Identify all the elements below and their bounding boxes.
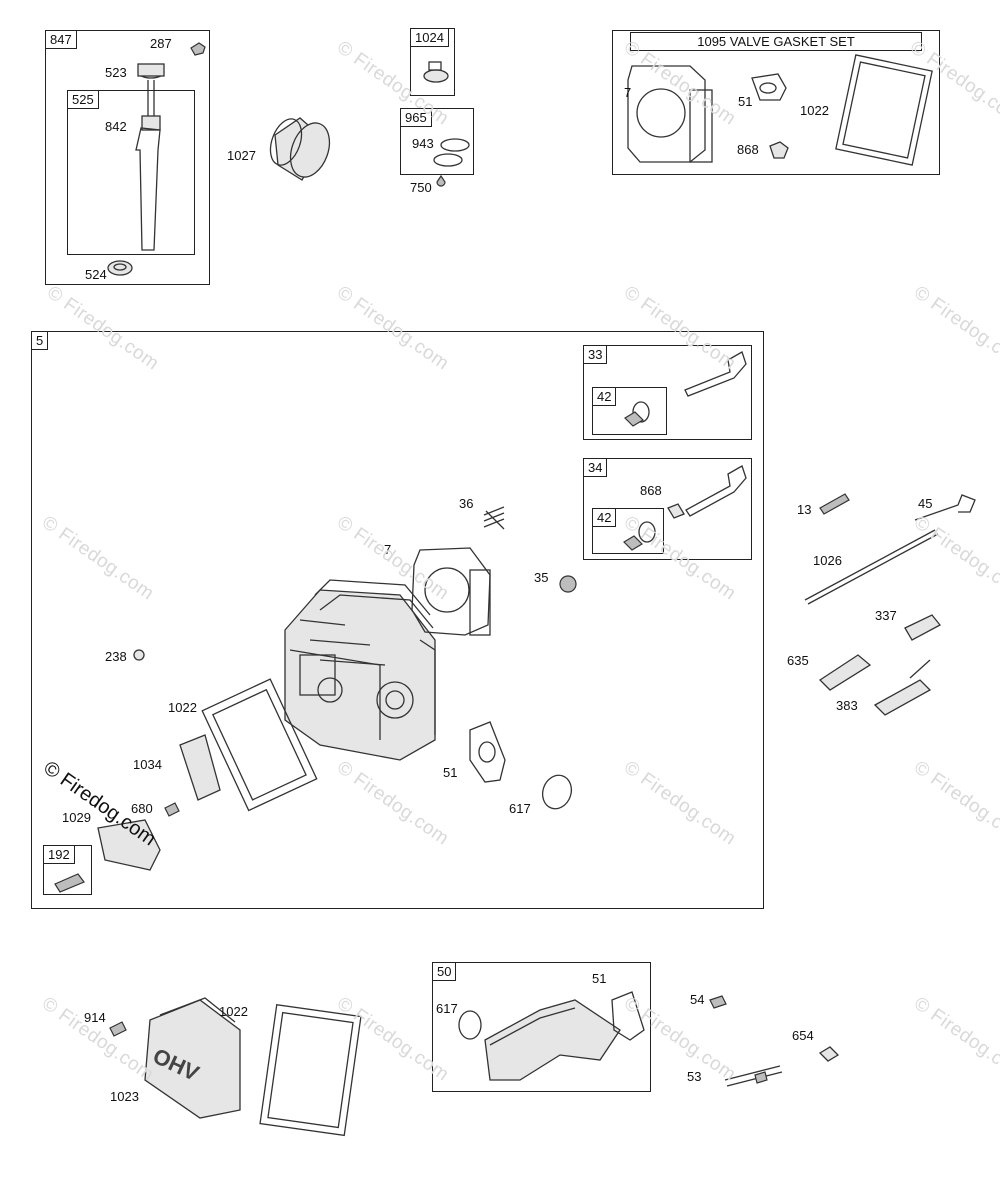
group-34-tag[interactable]: 34: [583, 458, 608, 477]
dipstick-cap-bolt-287: [190, 42, 206, 56]
group-34-42-tag[interactable]: 42: [592, 508, 617, 527]
part-label-35[interactable]: 35: [534, 570, 549, 585]
group-1095-box: [612, 30, 940, 175]
part-label-524[interactable]: 524: [85, 267, 107, 282]
part-label-868-set[interactable]: 868: [737, 142, 759, 157]
part-label-7[interactable]: 7: [384, 542, 392, 557]
grommet-524: [107, 260, 133, 276]
valve-cover-1023-drawing: [144, 997, 241, 1119]
part-label-680[interactable]: 680: [131, 801, 153, 816]
part-label-868-34[interactable]: 868: [640, 483, 662, 498]
part-label-7-set[interactable]: 7: [624, 85, 632, 100]
part-label-750[interactable]: 750: [410, 180, 432, 195]
part-label-383[interactable]: 383: [836, 698, 858, 713]
part-label-51-50[interactable]: 51: [592, 971, 607, 986]
part-label-238[interactable]: 238: [105, 649, 127, 664]
retainer-35: [559, 575, 577, 593]
group-33-42-tag[interactable]: 42: [592, 387, 617, 406]
group-50-box: [432, 962, 651, 1092]
o-rings-965: [433, 138, 470, 187]
exhaust-valve-33: [624, 351, 747, 427]
part-label-1022-set[interactable]: 1022: [800, 103, 829, 118]
dipstick-tube-drawing: [135, 63, 165, 251]
head-gasket-7: [411, 547, 491, 636]
group-50-tag[interactable]: 50: [432, 962, 457, 981]
part-label-36[interactable]: 36: [459, 496, 474, 511]
part-label-1022-bottom[interactable]: 1022: [219, 1004, 248, 1019]
oil-filter-1027: [269, 117, 331, 181]
part-label-1029[interactable]: 1029: [62, 810, 91, 825]
group-965-box: [400, 108, 474, 175]
part-label-1022[interactable]: 1022: [168, 700, 197, 715]
rocker-1029: [97, 819, 161, 871]
group-33-box: [583, 345, 752, 440]
part-label-13[interactable]: 13: [797, 502, 812, 517]
valve-spring-36: [483, 506, 505, 530]
bottom-right-drawing: [709, 995, 840, 1087]
ball-238: [133, 649, 145, 661]
valve-gasket-set-title[interactable]: 1095 VALVE GASKET SET: [630, 32, 922, 51]
breather-1024: [423, 61, 449, 83]
cover-gasket-1022-bottom: [259, 1004, 362, 1137]
group-34-sub-box: [592, 508, 664, 554]
part-label-1026[interactable]: 1026: [813, 553, 842, 568]
part-label-337[interactable]: 337: [875, 608, 897, 623]
group-33-sub-box: [592, 387, 667, 435]
part-label-914[interactable]: 914: [84, 1010, 106, 1025]
group-847-box: [45, 30, 210, 285]
rocker-gasket-1022-inner: [201, 678, 318, 812]
group-34-box: [583, 458, 752, 560]
part-label-51[interactable]: 51: [443, 765, 458, 780]
group-847-tag[interactable]: 847: [45, 30, 77, 49]
cylinder-head-drawing: [284, 579, 436, 761]
group-192-tag[interactable]: 192: [43, 845, 75, 864]
group-965-tag[interactable]: 965: [400, 108, 432, 127]
part-label-1023[interactable]: 1023: [110, 1089, 139, 1104]
part-label-287[interactable]: 287: [150, 36, 172, 51]
part-label-617[interactable]: 617: [509, 801, 531, 816]
o-ring-617-inner: [541, 774, 573, 810]
valve-gasket-set-drawing: [627, 54, 933, 166]
intake-gasket-51-inner: [469, 721, 506, 783]
screw-914: [109, 1021, 127, 1037]
part-label-654[interactable]: 654: [792, 1028, 814, 1043]
part-label-53[interactable]: 53: [687, 1069, 702, 1084]
part-label-523[interactable]: 523: [105, 65, 127, 80]
group-525-box: [67, 90, 195, 255]
intake-manifold-50-drawing: [458, 991, 645, 1081]
part-label-54[interactable]: 54: [690, 992, 705, 1007]
screw-680: [164, 802, 180, 817]
group-33-tag[interactable]: 33: [583, 345, 608, 364]
part-label-635[interactable]: 635: [787, 653, 809, 668]
plate-1034: [179, 734, 221, 801]
part-label-617-50[interactable]: 617: [436, 1001, 458, 1016]
part-label-1034[interactable]: 1034: [133, 757, 162, 772]
group-525-tag[interactable]: 525: [67, 90, 99, 109]
bolt-192: [54, 873, 85, 893]
part-label-51-set[interactable]: 51: [738, 94, 753, 109]
part-label-1027[interactable]: 1027: [227, 148, 256, 163]
part-label-45[interactable]: 45: [918, 496, 933, 511]
group-5-tag[interactable]: 5: [31, 331, 49, 350]
group-5-box: [31, 331, 764, 909]
group-1024-tag[interactable]: 1024: [410, 28, 449, 47]
part-label-943[interactable]: 943: [412, 136, 434, 151]
intake-valve-34: [623, 465, 747, 551]
side-parts-drawing: [804, 493, 976, 716]
part-label-842[interactable]: 842: [105, 119, 127, 134]
